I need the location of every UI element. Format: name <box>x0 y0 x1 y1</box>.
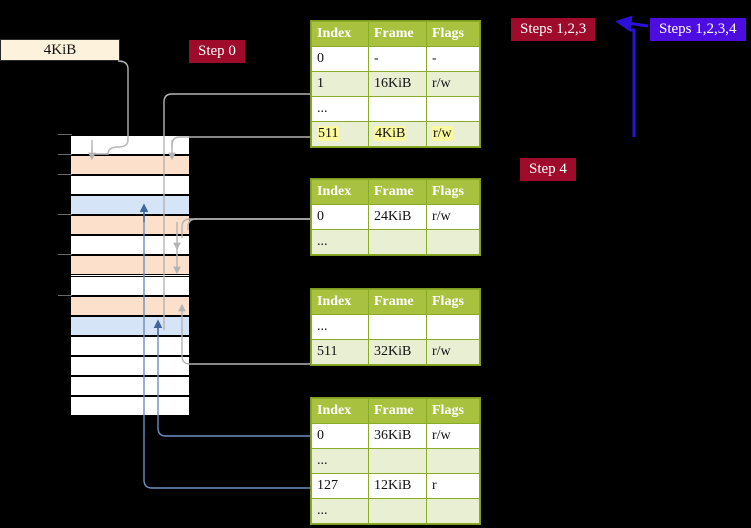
column-header-index: Index <box>311 289 369 315</box>
memory-frame-white <box>71 375 189 396</box>
column-header-frame: Frame <box>368 289 427 315</box>
table-cell: 24KiB <box>368 204 427 230</box>
table-cell: 12KiB <box>368 473 427 499</box>
table-cell: - <box>368 46 427 72</box>
table-cell: ... <box>311 498 369 524</box>
highlighted-value: 4KiB <box>374 126 407 141</box>
table-cell <box>426 229 480 255</box>
column-header-index: Index <box>311 21 369 47</box>
table-cell: r/w <box>426 204 480 230</box>
table-cell: 36KiB <box>368 423 427 449</box>
table-cell: - <box>426 46 480 72</box>
table-cell: 0 <box>311 423 369 449</box>
table-cell <box>368 498 427 524</box>
column-header-flags: Flags <box>426 179 480 205</box>
column-header-flags: Flags <box>426 398 480 424</box>
table-cell <box>368 448 427 474</box>
steps-123-label: Steps 1,2,3 <box>520 21 587 37</box>
memory-tick <box>58 154 72 156</box>
memory-frame-white <box>71 275 189 296</box>
table-row: ... <box>311 498 480 524</box>
table-cell <box>426 96 480 122</box>
column-header-flags: Flags <box>426 21 480 47</box>
memory-tick <box>58 134 72 135</box>
steps-123-badge: Steps 1,2,3 <box>511 18 596 41</box>
column-header-index: Index <box>311 179 369 205</box>
table-row: 511 4KiB r/w <box>311 121 480 147</box>
table-cell: 127 <box>311 473 369 499</box>
step-0-badge: Step 0 <box>189 40 245 63</box>
table-row: ... <box>311 229 480 255</box>
table-cell: r/w <box>426 121 480 147</box>
table-cell <box>368 96 427 122</box>
memory-tick <box>58 174 72 176</box>
table-cell <box>368 314 427 340</box>
memory-frame-orange <box>71 295 189 316</box>
table-cell: r/w <box>426 339 480 365</box>
column-header-frame: Frame <box>368 398 427 424</box>
table-cell <box>426 314 480 340</box>
memory-tick <box>58 214 72 216</box>
table-cell: 16KiB <box>368 71 427 97</box>
table-cell: ... <box>311 229 369 255</box>
column-header-flags: Flags <box>426 289 480 315</box>
step-4-label: Step 4 <box>529 161 567 177</box>
highlighted-value: r/w <box>432 126 453 141</box>
memory-frame-white <box>71 395 189 416</box>
steps-1234-label: Steps 1,2,3,4 <box>659 21 737 37</box>
memory-frame-orange <box>71 215 189 236</box>
table-cell: 4KiB <box>368 121 427 147</box>
table-cell: r/w <box>426 71 480 97</box>
memory-tick <box>58 254 72 256</box>
table-cell <box>426 448 480 474</box>
highlighted-value: 511 <box>317 126 340 141</box>
table-cell: ... <box>311 314 369 340</box>
table-cell: 511 <box>311 121 369 147</box>
memory-frame-white <box>71 355 189 376</box>
step-4-badge: Step 4 <box>520 158 576 181</box>
physical-memory-column <box>70 134 190 416</box>
memory-frame-blue <box>71 315 189 336</box>
column-header-frame: Frame <box>368 21 427 47</box>
frame-size-callout: 4KiB <box>0 39 120 61</box>
memory-frame-orange <box>71 155 189 176</box>
memory-frame-white <box>71 335 189 356</box>
memory-frame-orange <box>71 255 189 276</box>
memory-frame-white <box>71 175 189 196</box>
table-row: ... <box>311 96 480 122</box>
frame-size-label: 4KiB <box>43 41 77 58</box>
column-header-frame: Frame <box>368 179 427 205</box>
table-cell: ... <box>311 448 369 474</box>
memory-frame-white <box>71 235 189 256</box>
table-cell <box>368 229 427 255</box>
steps-1234-badge: Steps 1,2,3,4 <box>650 18 746 41</box>
memory-tick <box>58 294 72 296</box>
memory-frame-blue <box>71 195 189 216</box>
table-cell <box>426 498 480 524</box>
memory-frame-white <box>71 135 189 156</box>
table-cell: 1 <box>311 71 369 97</box>
table-cell: 0 <box>311 204 369 230</box>
table-cell: 0 <box>311 46 369 72</box>
table-cell: r/w <box>426 423 480 449</box>
table-cell: r <box>426 473 480 499</box>
step-0-label: Step 0 <box>198 43 236 59</box>
table-cell: 511 <box>311 339 369 365</box>
table-cell: 32KiB <box>368 339 427 365</box>
column-header-index: Index <box>311 398 369 424</box>
table-row: ... <box>311 314 480 340</box>
table-row: ... <box>311 448 480 474</box>
table-cell: ... <box>311 96 369 122</box>
table-row: 0-- <box>311 46 480 72</box>
